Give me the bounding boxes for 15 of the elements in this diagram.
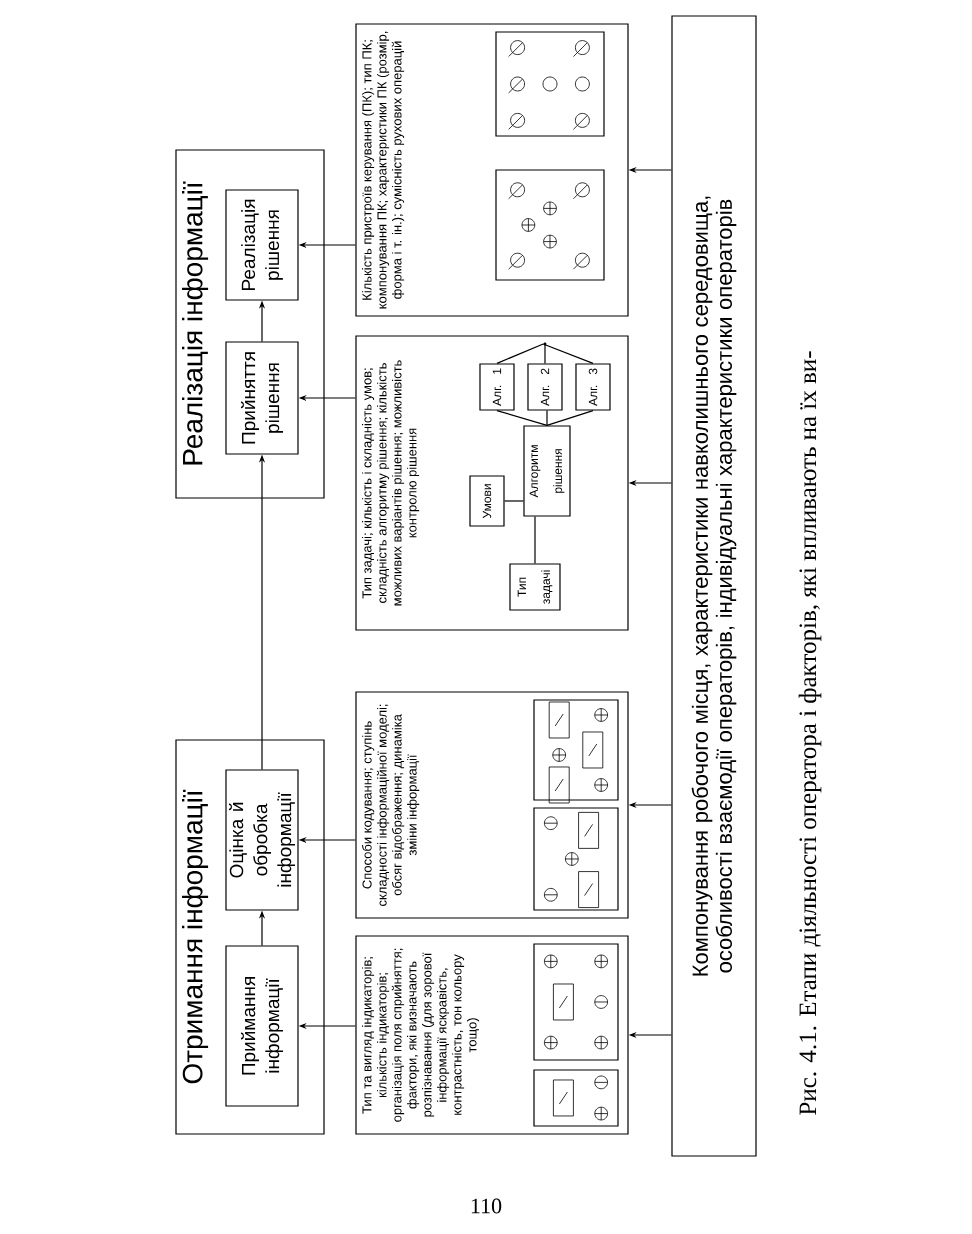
connector-line [504, 500, 524, 502]
connector-line [496, 343, 544, 364]
page-number: 110 [471, 1198, 502, 1214]
caption: Рис. 4.1. Етапи діяльності оператора і факторів, які впливають на їх ви- [798, 351, 822, 1115]
connector-line [544, 343, 546, 364]
factor-box: Компонування робочого місця, характеристики навколишнього середовища, особливості взаємодії операторів, індивідуальні характеристики операторів [671, 15, 757, 1157]
connector-line [546, 410, 548, 426]
connector-line [534, 516, 536, 564]
process-box: Оцінка й обробка інформації [225, 769, 299, 911]
process-box: Приймання інформації [225, 945, 299, 1107]
connector-line [542, 343, 594, 364]
process-box: Реалізація рішення [225, 189, 299, 301]
process-box: Прийняття рішення [225, 341, 299, 455]
connector-line [546, 410, 594, 426]
connector-line [496, 410, 548, 426]
